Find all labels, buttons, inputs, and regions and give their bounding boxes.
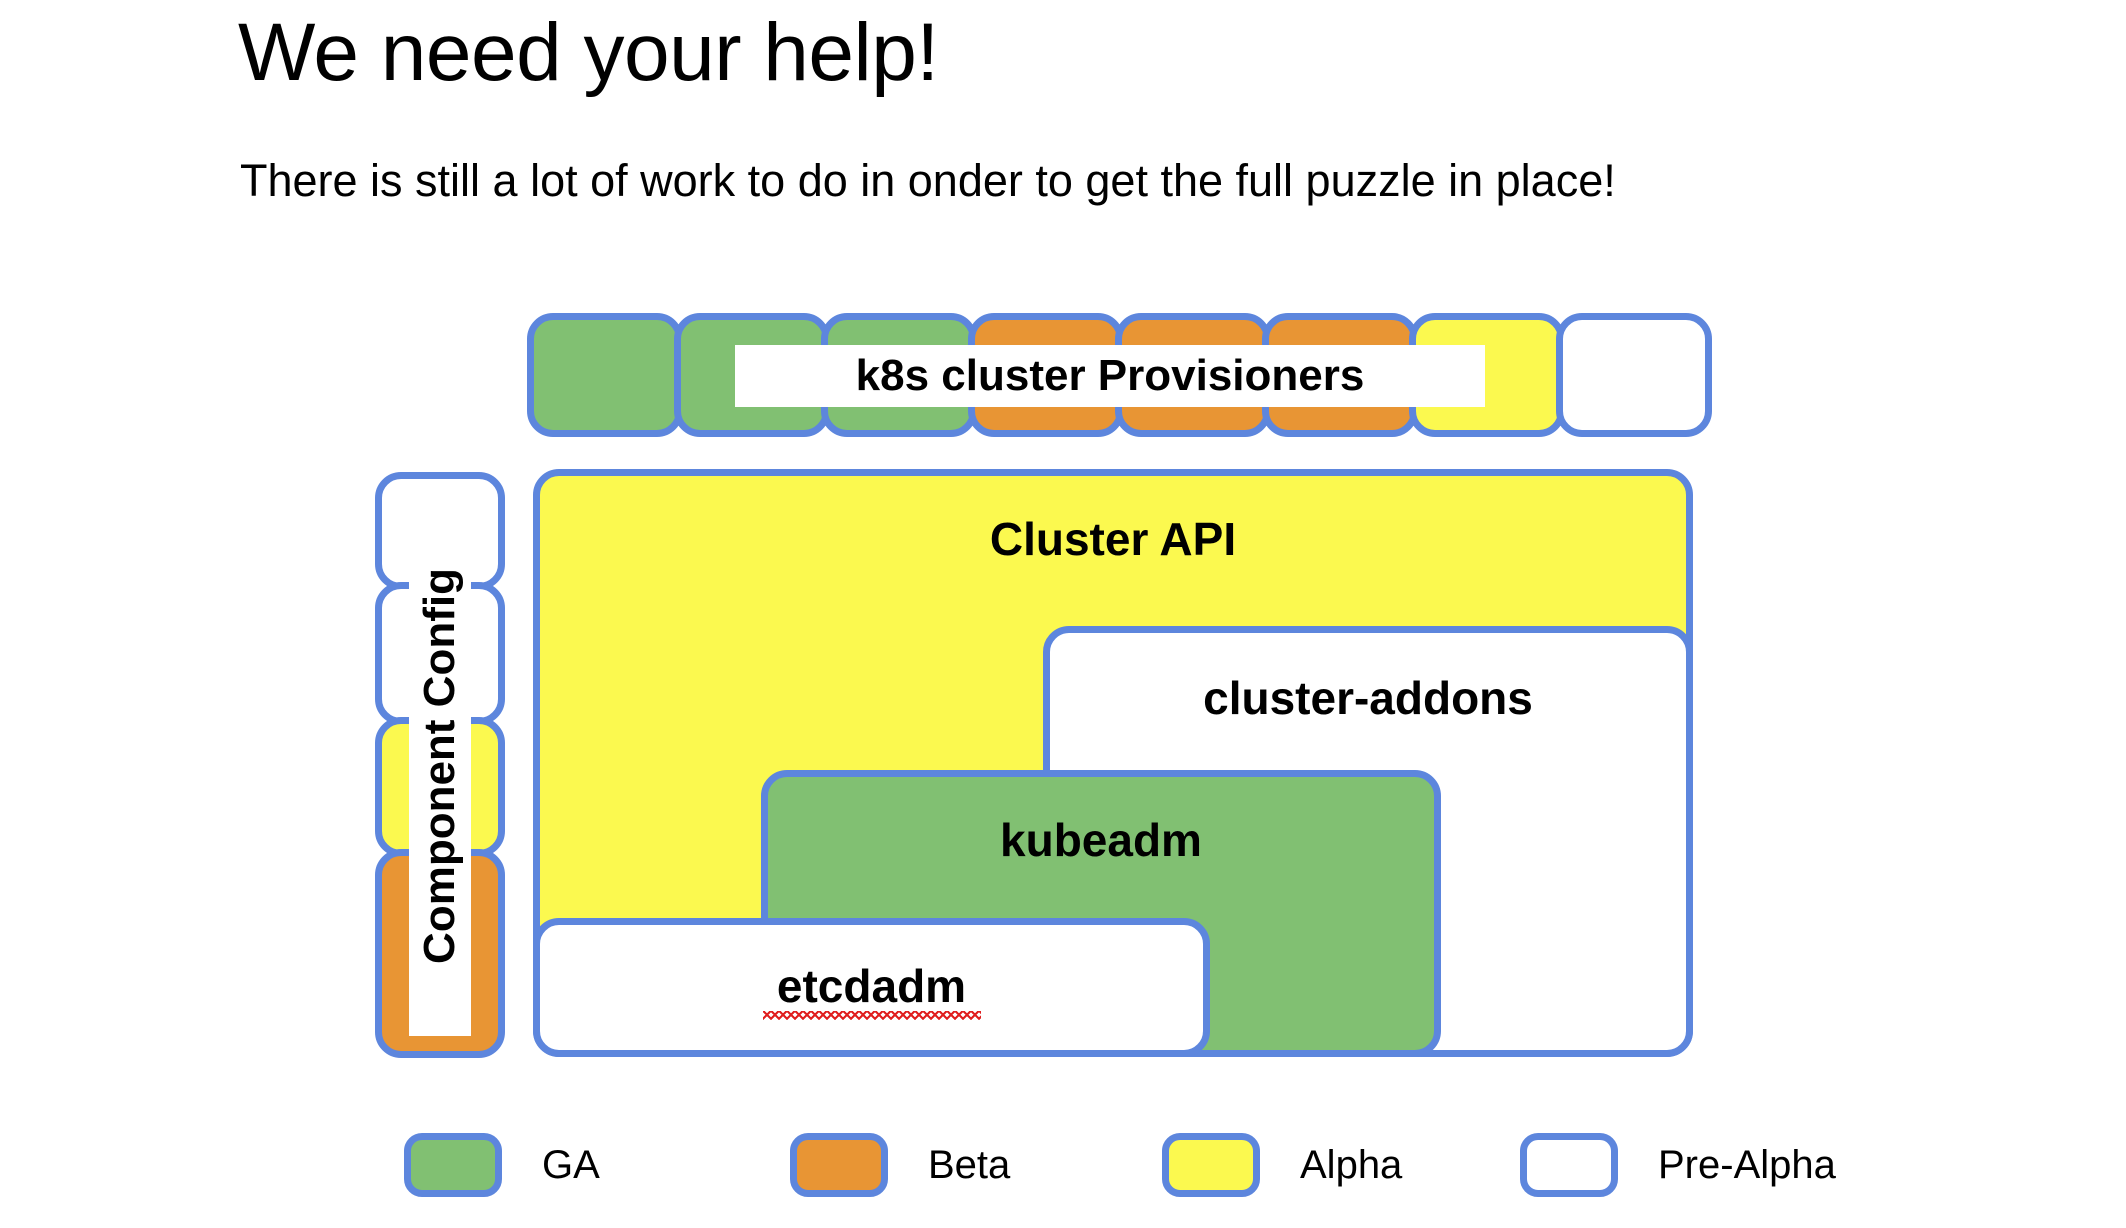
component-config-label-text: Component Config (415, 568, 465, 964)
page-subtitle: There is still a lot of work to do in on… (240, 155, 1616, 206)
legend-item-pre-alpha: Pre-Alpha (1520, 1126, 1836, 1204)
legend-item-ga: GA (404, 1126, 600, 1204)
legend-label: Pre-Alpha (1658, 1142, 1836, 1187)
node-etcdadm[interactable]: etcdadm (533, 918, 1210, 1057)
component-config-label: Component Config (409, 496, 471, 1036)
provisioner-box-0[interactable] (527, 313, 683, 437)
legend-item-beta: Beta (790, 1126, 1010, 1204)
provisioner-box-7[interactable] (1556, 313, 1712, 437)
legend-swatch-yellow (1162, 1133, 1260, 1197)
legend-item-alpha: Alpha (1162, 1126, 1402, 1204)
node-cluster-addons-label: cluster-addons (1203, 672, 1533, 724)
node-kubeadm-label: kubeadm (1000, 814, 1202, 866)
node-cluster-api-label: Cluster API (989, 513, 1237, 565)
spellcheck-underline-icon (762, 1011, 981, 1020)
page-title: We need your help! (238, 7, 939, 98)
node-etcdadm-label: etcdadm (776, 960, 967, 1012)
legend-label: GA (542, 1142, 600, 1187)
legend-label: Beta (928, 1142, 1011, 1187)
legend-swatch-green (404, 1133, 502, 1197)
legend-label: Alpha (1300, 1142, 1403, 1187)
k8s-cluster-provisioners-label: k8s cluster Provisioners (735, 345, 1485, 407)
legend-swatch-white (1520, 1133, 1618, 1197)
status-legend: GA Beta Alpha Pre-Alpha (404, 1126, 1836, 1204)
legend-swatch-orange (790, 1133, 888, 1197)
